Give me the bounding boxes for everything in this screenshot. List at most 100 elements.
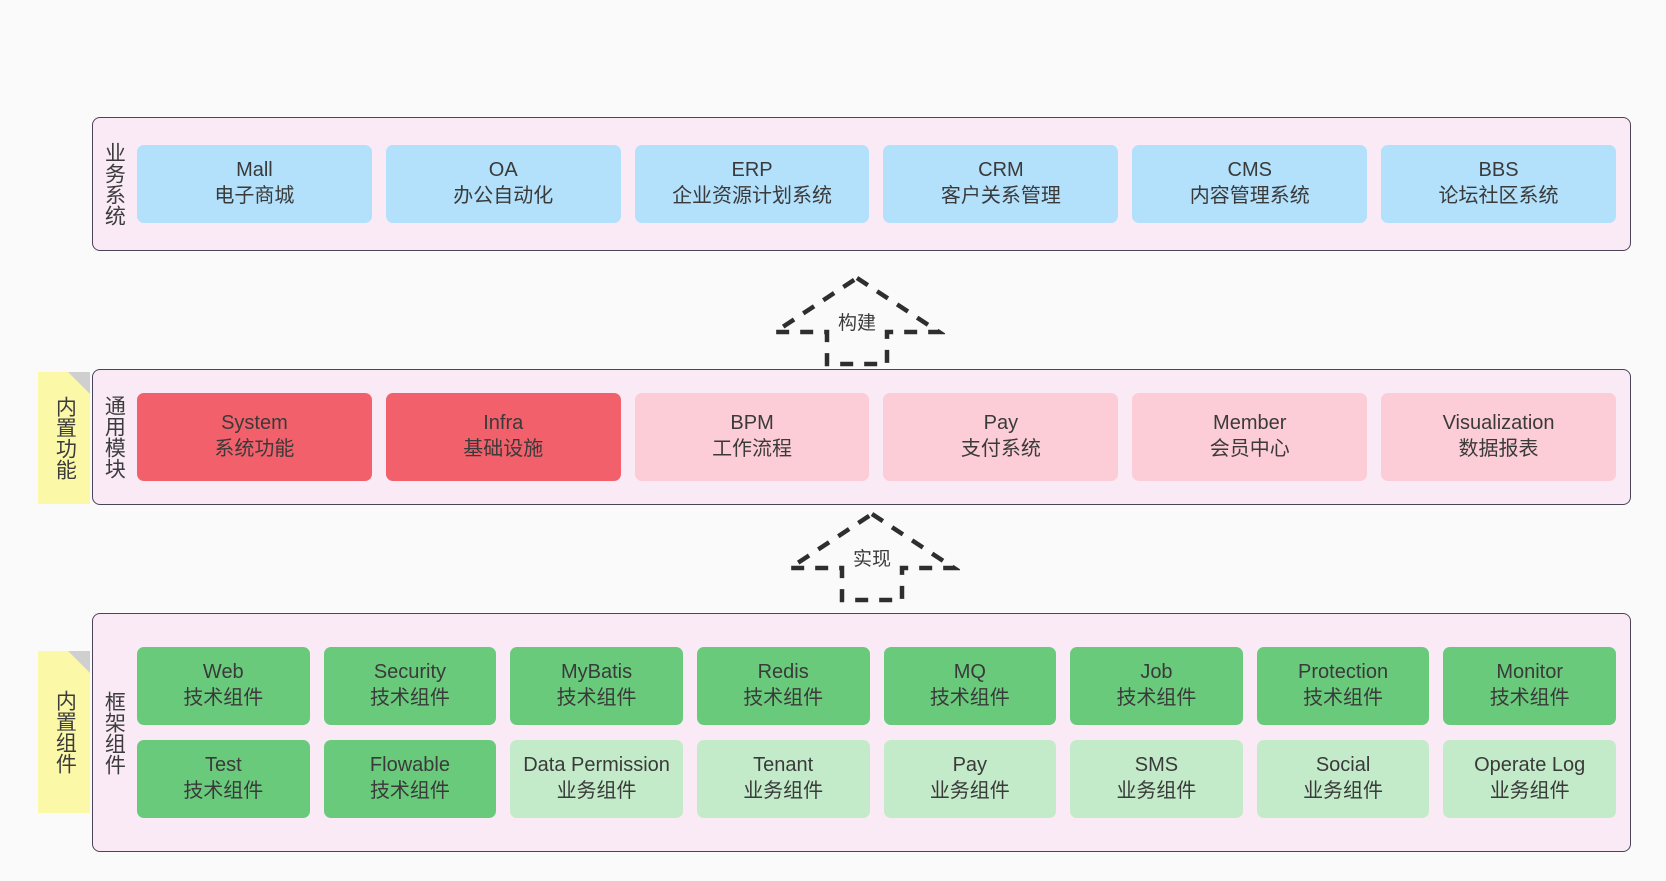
card-test[interactable]: Test 技术组件 bbox=[137, 740, 310, 818]
card-mall-title: Mall bbox=[236, 159, 273, 182]
layer-business-systems-title: 业务系统 bbox=[102, 142, 126, 226]
layer-common-modules-body: System 系统功能 Infra 基础设施 BPM 工作流程 Pay 支付系统… bbox=[133, 370, 1630, 504]
card-pay-component-title: Pay bbox=[952, 754, 988, 777]
card-cms[interactable]: CMS 内容管理系统 bbox=[1132, 145, 1368, 223]
card-job-title: Job bbox=[1140, 661, 1173, 684]
sticky-note-builtin-functions-label: 内置功能 bbox=[53, 396, 77, 480]
card-cms-subtitle: 内容管理系统 bbox=[1189, 185, 1310, 207]
card-member[interactable]: Member 会员中心 bbox=[1132, 393, 1368, 481]
card-monitor-title: Monitor bbox=[1496, 661, 1564, 684]
card-member-subtitle: 会员中心 bbox=[1209, 438, 1290, 460]
card-job[interactable]: Job 技术组件 bbox=[1070, 647, 1243, 725]
card-tenant[interactable]: Tenant 业务组件 bbox=[696, 740, 870, 818]
card-web-title: Web bbox=[202, 661, 244, 684]
card-web[interactable]: Web 技术组件 bbox=[137, 647, 310, 725]
sticky-note-fold-corner-icon bbox=[68, 651, 90, 673]
layer-framework-components-body: Web 技术组件 Security 技术组件 MyBatis 技术组件 Redi… bbox=[133, 614, 1630, 851]
card-infra[interactable]: Infra 基础设施 bbox=[385, 393, 621, 481]
card-erp[interactable]: ERP 企业资源计划系统 bbox=[634, 145, 870, 223]
card-job-subtitle: 技术组件 bbox=[1116, 687, 1197, 709]
card-oa-subtitle: 办公自动化 bbox=[453, 185, 554, 207]
card-mybatis[interactable]: MyBatis 技术组件 bbox=[510, 647, 683, 725]
card-cms-title: CMS bbox=[1227, 159, 1272, 182]
card-redis-title: Redis bbox=[757, 661, 809, 684]
sticky-note-builtin-components-label: 内置组件 bbox=[53, 690, 77, 774]
sticky-note-fold-corner-icon bbox=[68, 372, 90, 394]
card-pay-module[interactable]: Pay 支付系统 bbox=[883, 393, 1119, 481]
card-visualization[interactable]: Visualization 数据报表 bbox=[1381, 393, 1616, 481]
card-system[interactable]: System 系统功能 bbox=[137, 393, 372, 481]
layer-framework-components-title: 框架组件 bbox=[102, 690, 126, 775]
card-flowable-subtitle: 技术组件 bbox=[369, 780, 450, 802]
card-test-subtitle: 技术组件 bbox=[183, 780, 264, 802]
card-mall[interactable]: Mall 电子商城 bbox=[137, 145, 372, 223]
card-social-subtitle: 业务组件 bbox=[1303, 780, 1384, 802]
card-data-permission[interactable]: Data Permission 业务组件 bbox=[510, 740, 683, 818]
card-tenant-title: Tenant bbox=[753, 754, 814, 777]
card-sms-subtitle: 业务组件 bbox=[1116, 780, 1197, 802]
card-bbs[interactable]: BBS 论坛社区系统 bbox=[1381, 145, 1616, 223]
card-monitor[interactable]: Monitor 技术组件 bbox=[1443, 647, 1616, 725]
card-security[interactable]: Security 技术组件 bbox=[323, 647, 497, 725]
card-erp-subtitle: 企业资源计划系统 bbox=[672, 185, 833, 207]
card-visualization-subtitle: 数据报表 bbox=[1458, 438, 1539, 460]
card-protection-subtitle: 技术组件 bbox=[1303, 687, 1384, 709]
card-tenant-subtitle: 业务组件 bbox=[743, 780, 824, 802]
card-mybatis-subtitle: 技术组件 bbox=[556, 687, 637, 709]
card-sms[interactable]: SMS 业务组件 bbox=[1070, 740, 1243, 818]
layer-common-modules-title: 通用模块 bbox=[102, 395, 126, 479]
card-pay-module-title: Pay bbox=[983, 412, 1019, 435]
card-data-permission-title: Data Permission bbox=[523, 754, 670, 777]
common-modules-row: System 系统功能 Infra 基础设施 BPM 工作流程 Pay 支付系统… bbox=[137, 393, 1616, 481]
card-security-title: Security bbox=[373, 661, 447, 684]
card-operate-log-title: Operate Log bbox=[1474, 754, 1586, 777]
card-mq[interactable]: MQ 技术组件 bbox=[883, 647, 1057, 725]
card-flowable-title: Flowable bbox=[369, 754, 450, 777]
card-redis[interactable]: Redis 技术组件 bbox=[696, 647, 870, 725]
sticky-note-builtin-components: 内置组件 bbox=[38, 651, 90, 813]
card-pay-component[interactable]: Pay 业务组件 bbox=[883, 740, 1057, 818]
card-infra-subtitle: 基础设施 bbox=[463, 438, 544, 460]
connector-implement-arrow: 实现 bbox=[784, 508, 960, 606]
card-protection[interactable]: Protection 技术组件 bbox=[1256, 647, 1430, 725]
card-crm[interactable]: CRM 客户关系管理 bbox=[883, 145, 1119, 223]
card-social-title: Social bbox=[1315, 754, 1371, 777]
framework-components-row-1: Web 技术组件 Security 技术组件 MyBatis 技术组件 Redi… bbox=[137, 647, 1616, 725]
connector-implement-arrow-shape bbox=[784, 511, 960, 603]
card-pay-component-subtitle: 业务组件 bbox=[929, 780, 1010, 802]
card-crm-subtitle: 客户关系管理 bbox=[940, 185, 1061, 207]
card-pay-module-subtitle: 支付系统 bbox=[960, 438, 1041, 460]
card-flowable[interactable]: Flowable 技术组件 bbox=[323, 740, 497, 818]
card-security-subtitle: 技术组件 bbox=[369, 687, 450, 709]
layer-common-modules: 通用模块 System 系统功能 Infra 基础设施 BPM 工作流程 Pay bbox=[92, 369, 1631, 505]
card-mq-subtitle: 技术组件 bbox=[929, 687, 1010, 709]
layer-framework-components: 框架组件 Web 技术组件 Security 技术组件 MyBatis 技术组件… bbox=[92, 613, 1631, 852]
card-social[interactable]: Social 业务组件 bbox=[1256, 740, 1430, 818]
card-bpm-title: BPM bbox=[730, 412, 774, 435]
card-operate-log-subtitle: 业务组件 bbox=[1489, 780, 1570, 802]
card-web-subtitle: 技术组件 bbox=[183, 687, 264, 709]
card-monitor-subtitle: 技术组件 bbox=[1489, 687, 1570, 709]
card-bpm-subtitle: 工作流程 bbox=[712, 438, 793, 460]
layer-business-systems: 业务系统 Mall 电子商城 OA 办公自动化 ERP 企业资源计划系统 CRM bbox=[92, 117, 1631, 251]
card-oa[interactable]: OA 办公自动化 bbox=[385, 145, 621, 223]
card-data-permission-subtitle: 业务组件 bbox=[556, 780, 637, 802]
card-mall-subtitle: 电子商城 bbox=[214, 185, 295, 207]
card-system-subtitle: 系统功能 bbox=[214, 438, 295, 460]
card-oa-title: OA bbox=[488, 159, 518, 182]
business-systems-row: Mall 电子商城 OA 办公自动化 ERP 企业资源计划系统 CRM 客户关系… bbox=[137, 145, 1616, 223]
connector-build-arrow: 构建 bbox=[769, 272, 945, 370]
card-infra-title: Infra bbox=[483, 412, 524, 435]
card-visualization-title: Visualization bbox=[1442, 412, 1555, 435]
card-operate-log[interactable]: Operate Log 业务组件 bbox=[1443, 740, 1616, 818]
card-protection-title: Protection bbox=[1298, 661, 1389, 684]
card-system-title: System bbox=[221, 412, 288, 435]
card-bbs-title: BBS bbox=[1478, 159, 1519, 182]
card-member-title: Member bbox=[1213, 412, 1287, 435]
card-bpm[interactable]: BPM 工作流程 bbox=[634, 393, 870, 481]
card-redis-subtitle: 技术组件 bbox=[743, 687, 824, 709]
card-bbs-subtitle: 论坛社区系统 bbox=[1438, 185, 1559, 207]
layer-business-systems-body: Mall 电子商城 OA 办公自动化 ERP 企业资源计划系统 CRM 客户关系… bbox=[133, 118, 1630, 250]
sticky-note-builtin-functions: 内置功能 bbox=[38, 372, 90, 504]
